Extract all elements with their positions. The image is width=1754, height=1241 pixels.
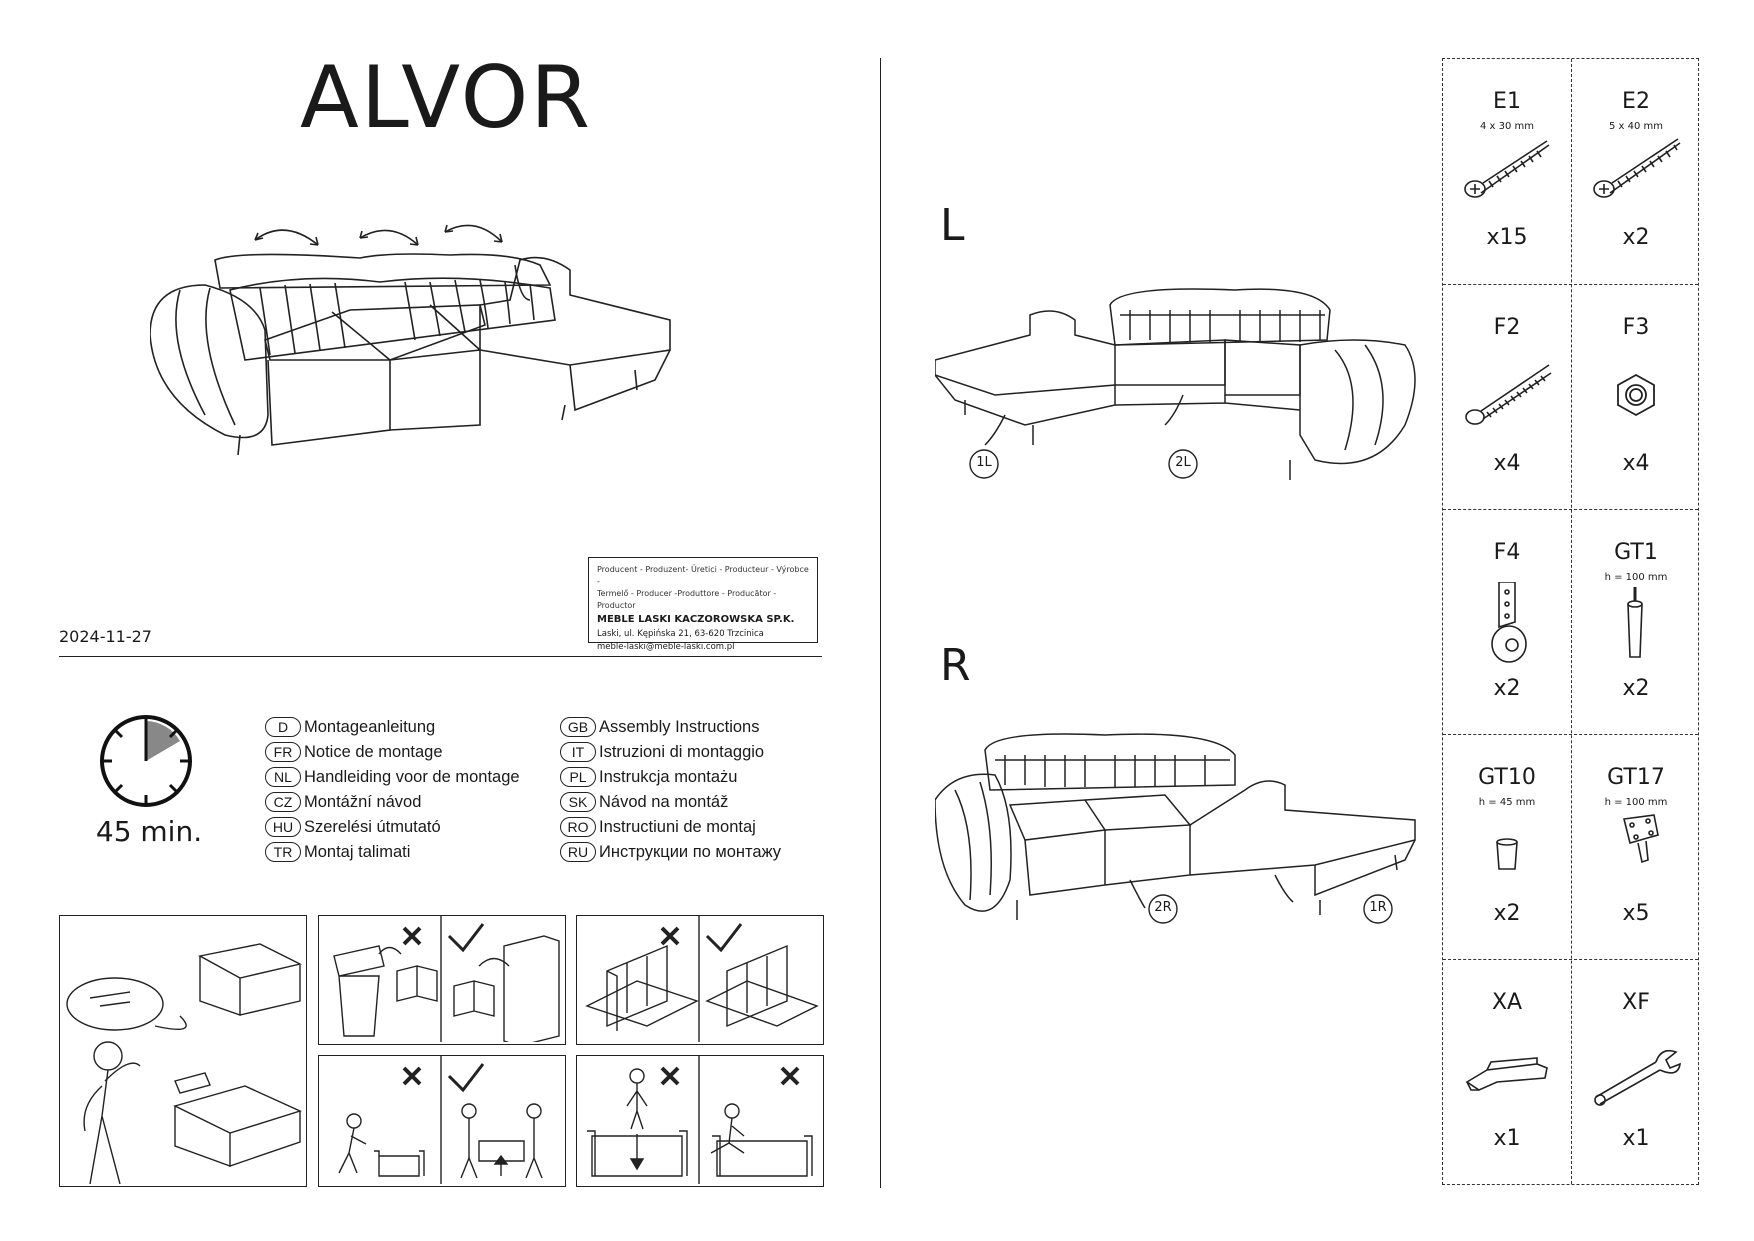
wrench-icon (1594, 1049, 1681, 1106)
part-cell-F4: F4 x2 (1443, 510, 1571, 735)
part-cell-GT17: GT17 h = 100 mm x5 (1572, 735, 1700, 960)
unpacking-illustration (66, 943, 303, 1185)
screw-icon (1593, 138, 1681, 198)
divider-vertical (880, 58, 881, 1188)
producer-label-1: Producent - Produzent- Üretici - Product… (597, 565, 809, 586)
sofa-left-variant-illustration (935, 288, 1416, 480)
variant-right-letter: R (940, 640, 971, 691)
part-cell-XF: XF x1 (1572, 960, 1700, 1185)
part-cell-XA: XA x1 (1443, 960, 1571, 1185)
bracket-icon (1491, 582, 1527, 663)
clock-icon (100, 715, 192, 807)
part-callout-1R (1363, 894, 1393, 924)
part-cell-GT1: GT1 h = 100 mm x2 (1572, 510, 1700, 735)
part-cell-E2: E2 5 x 40 mm x2 (1572, 59, 1700, 284)
no-standing-illustration (587, 1056, 813, 1184)
sofa-main-illustration (150, 224, 671, 456)
part-label-1L: 1L (976, 455, 992, 470)
sofa-right-variant-illustration (935, 733, 1416, 920)
part-cell-GT10: GT10 h = 45 mm x2 (1443, 735, 1571, 960)
screw-icon (1464, 140, 1550, 198)
hex-key-icon (1465, 1057, 1548, 1091)
grid-divider (1443, 734, 1698, 735)
leg-icon (1627, 587, 1643, 658)
bolt-icon (1465, 364, 1552, 425)
carry-illustration (338, 1056, 543, 1184)
panel-unpacking (59, 915, 307, 1187)
panel-do-not-discard (318, 915, 566, 1047)
part-callout-2L (1168, 449, 1198, 479)
nut-icon (1617, 373, 1655, 417)
panel-use-mat (576, 915, 824, 1045)
producer-label-2: Termelő - Producer -Produttore - Producă… (597, 589, 777, 610)
variant-left-letter: L (940, 200, 965, 251)
part-callout-1L (969, 449, 999, 479)
hardware-parts-grid: E1 4 x 30 mm x15 E2 5 x 40 mm x2 F2 x4 F… (1442, 58, 1699, 1185)
part-cell-F2: F2 x4 (1443, 285, 1571, 510)
grid-divider (1443, 959, 1698, 960)
short-leg-icon (1496, 838, 1518, 870)
producer-email: meble-laski@meble-laski.com.pl (597, 642, 735, 652)
panel-do-not-stand (576, 1055, 824, 1187)
angled-leg-icon (1623, 814, 1659, 864)
producer-info-box: Producent - Produzent- Üretici - Product… (588, 557, 818, 652)
part-label-2L: 2L (1175, 455, 1191, 470)
recycle-illustration (333, 916, 560, 1047)
part-cell-F3: F3 x4 (1572, 285, 1700, 510)
divider-horizontal (59, 656, 822, 657)
panel-carry-together (318, 1055, 566, 1187)
grid-divider (1443, 509, 1698, 510)
grid-divider (1571, 59, 1572, 1184)
document-date: 2024-11-27 (59, 627, 152, 646)
part-callout-2R (1148, 894, 1178, 924)
producer-address: Laski, ul. Kępińska 21, 63-620 Trzcinica (597, 629, 764, 639)
grid-divider (1443, 284, 1698, 285)
producer-company: MEBLE LASKI KACZOROWSKA SP.K. (597, 614, 795, 625)
part-cell-E1: E1 4 x 30 mm x15 (1443, 59, 1571, 284)
assembly-duration: 45 min. (95, 815, 203, 848)
part-label-1R: 1R (1369, 900, 1387, 915)
part-label-2R: 2R (1154, 900, 1172, 915)
floor-protection-illustration (585, 916, 819, 1042)
product-title: ALVOR (300, 48, 593, 148)
